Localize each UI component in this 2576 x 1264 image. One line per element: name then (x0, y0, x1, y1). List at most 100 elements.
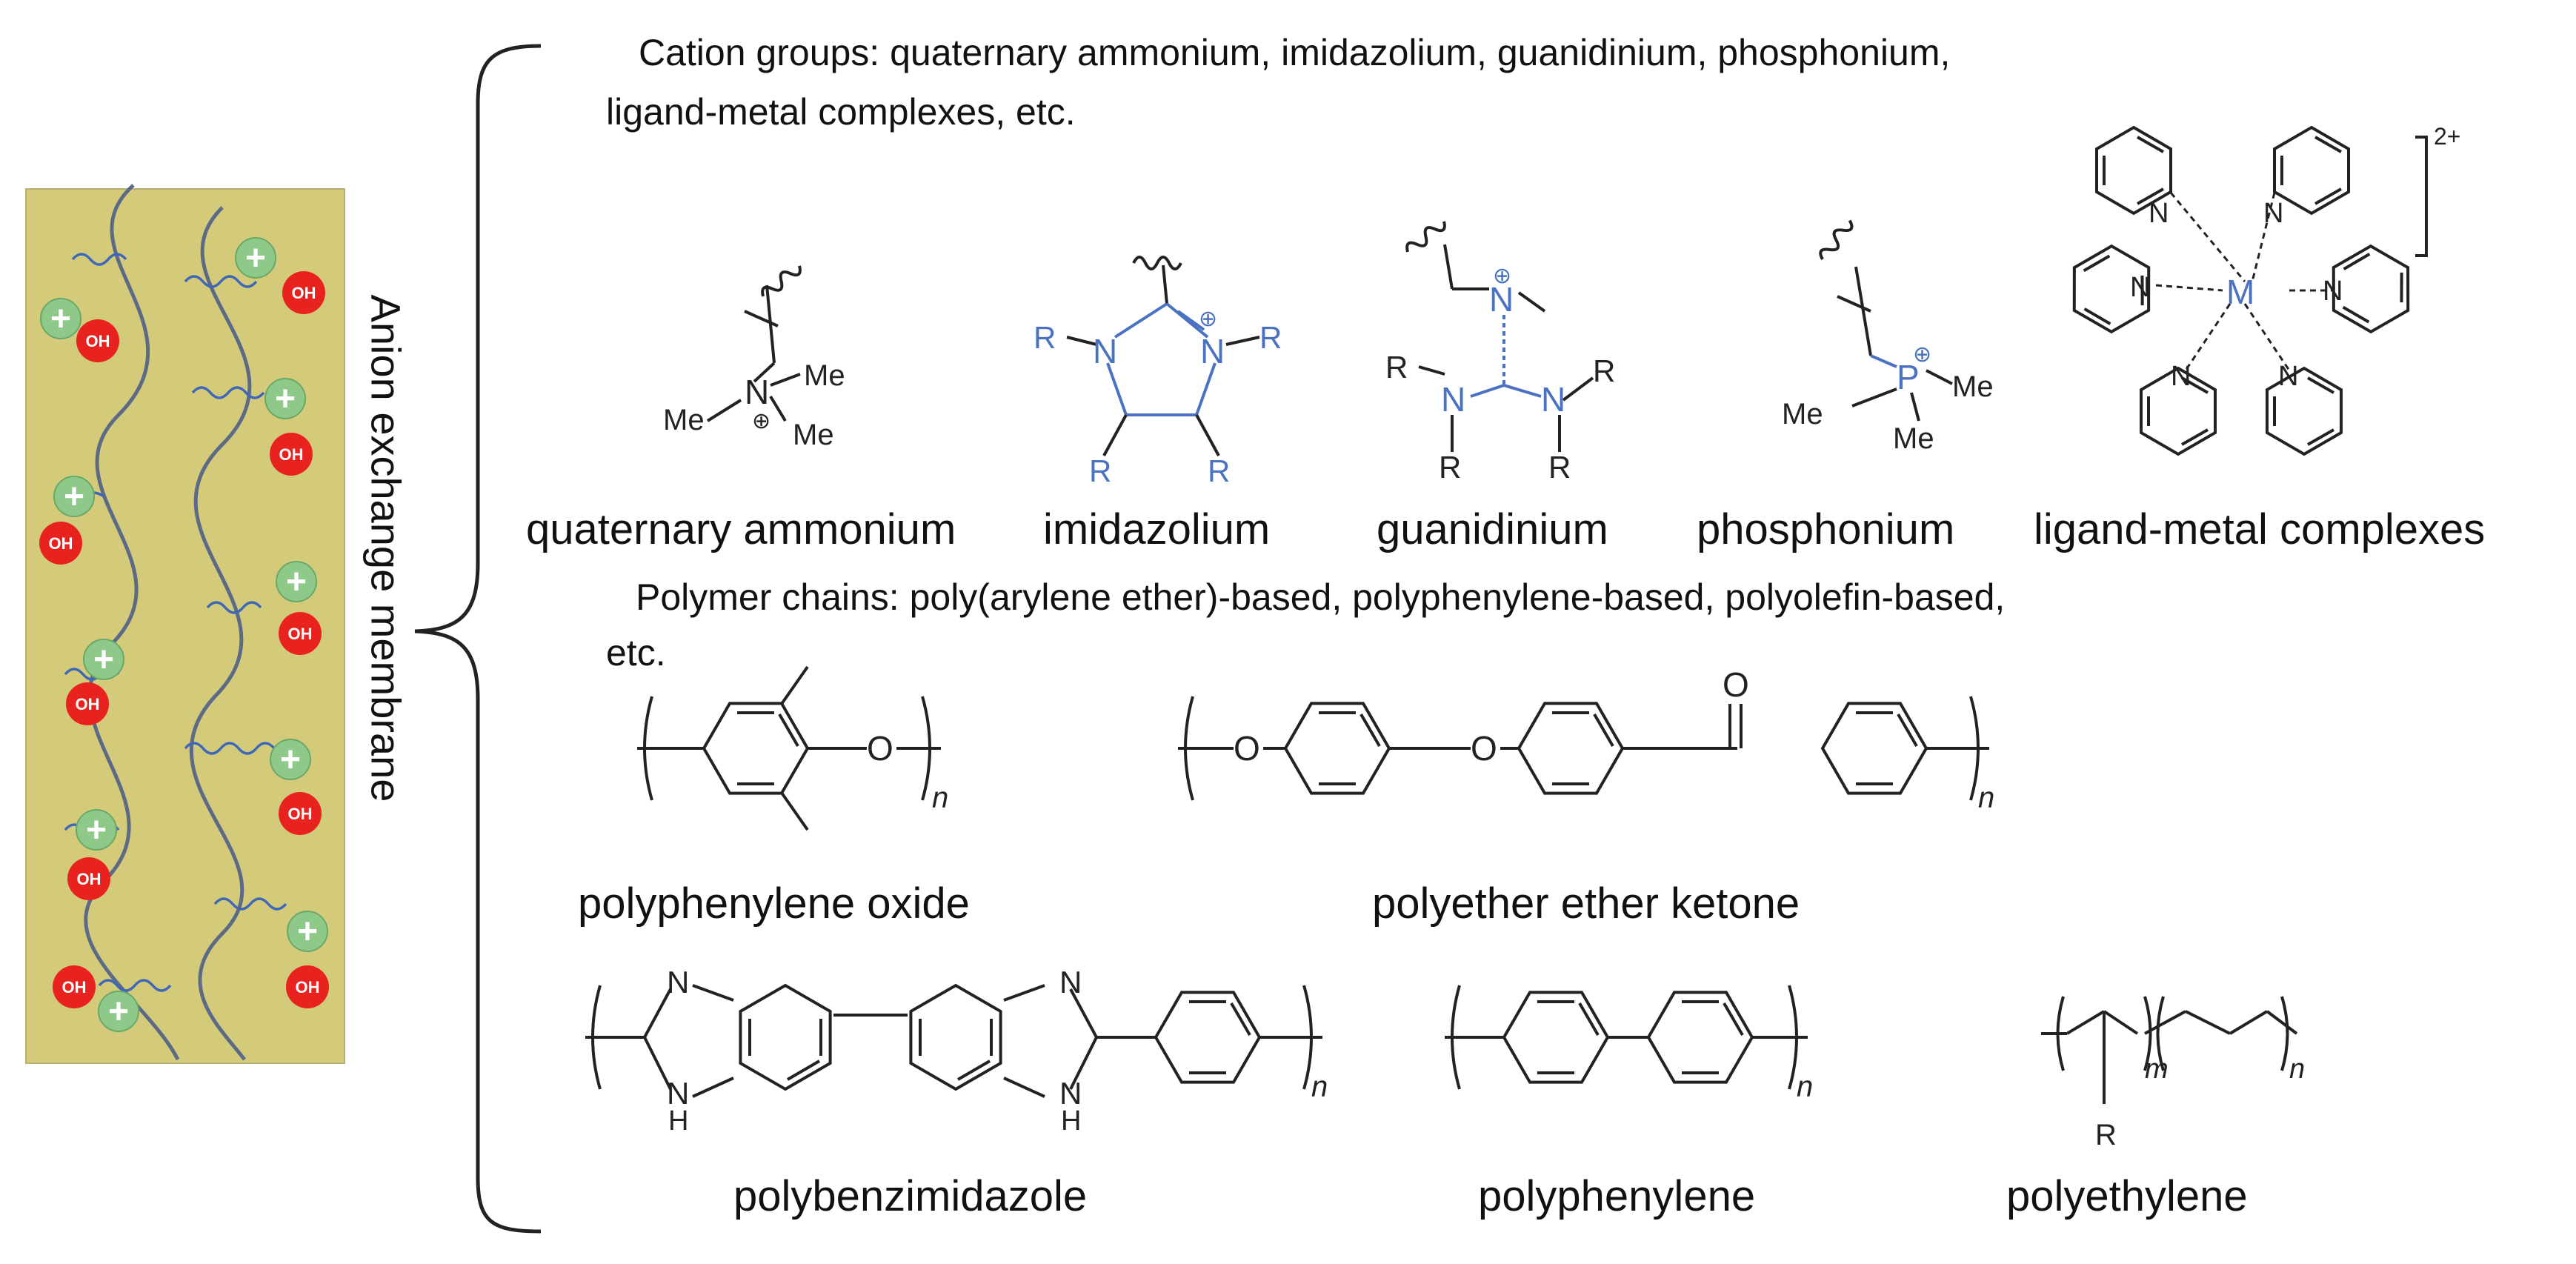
gu-r-3: R (1439, 450, 1461, 485)
pbi-n-2: N (1059, 965, 1082, 999)
pbi-nh-2: N (1059, 1076, 1082, 1111)
anion-marker: OH (282, 271, 325, 314)
ph-phosphorus: P (1897, 358, 1920, 396)
lm-n-4: N (2323, 276, 2343, 307)
grouping-brace (414, 44, 542, 1234)
label-phosphonium: phosphonium (1697, 505, 1955, 553)
pbi-structure: N N H N N H n (585, 965, 1328, 1137)
cation-marker: + (264, 378, 306, 419)
ligand-metal-complex-structure: M N N N N N N 2+ (2054, 123, 2460, 456)
polyethylene-structure: R m n (2041, 996, 2305, 1151)
anion-marker: OH (286, 965, 329, 1008)
peek-structure: O O O n (1178, 665, 1994, 814)
cation-marker: + (53, 476, 95, 517)
lm-charge: 2+ (2434, 123, 2460, 150)
anion-symbol: OH (296, 978, 320, 997)
anion-marker: OH (279, 612, 322, 655)
im-r-1: R (1034, 320, 1056, 355)
gu-charge: ⊕ (1493, 264, 1511, 288)
lm-n-1: N (2149, 198, 2169, 229)
ppo-subscript: n (932, 782, 948, 814)
membrane-label: Anion exchange membrane (362, 294, 410, 802)
qa-methyl-label-1: Me (804, 359, 845, 392)
cation-symbol: + (93, 640, 114, 679)
pbi-subscript: n (1311, 1071, 1328, 1103)
label-ligand-metal-complexes: ligand-metal complexes (2034, 505, 2486, 553)
pe-subscript-m: m (2145, 1054, 2169, 1085)
anion-marker: OH (270, 433, 313, 476)
cation-marker: + (98, 991, 139, 1032)
qa-nitrogen-label: N (745, 373, 769, 411)
cation-symbol: + (275, 379, 296, 419)
label-polyethylene: polyethylene (2006, 1172, 2248, 1220)
im-nitrogen-2: N (1200, 332, 1225, 370)
pbi-n-1: N (667, 965, 689, 999)
pbi-nh-1: N (667, 1076, 689, 1111)
imidazolium-structure: N N R R R R ⊕ (1034, 256, 1282, 488)
cation-marker: + (76, 809, 117, 851)
peek-subscript: n (1978, 782, 1994, 814)
ph-methyl-1: Me (1952, 370, 1994, 403)
lm-metal: M (2226, 273, 2254, 311)
cation-markers: + + + + + + + + + + (40, 237, 328, 1032)
peek-oxygen-2: O (1471, 729, 1497, 768)
anion-marker: OH (76, 319, 119, 362)
pbi-h-2: H (1061, 1105, 1081, 1137)
pbi-h-1: H (668, 1105, 688, 1137)
lm-n-5: N (2171, 361, 2191, 392)
gu-nitrogen-2: N (1441, 380, 1465, 419)
im-charge: ⊕ (1199, 307, 1217, 331)
label-polybenzimidazole: polybenzimidazole (733, 1172, 1088, 1220)
im-r-4: R (1208, 453, 1230, 488)
label-polyphenylene-oxide: polyphenylene oxide (578, 879, 970, 928)
label-guanidinium: guanidinium (1377, 505, 1608, 553)
pp-subscript: n (1797, 1071, 1813, 1103)
anion-symbol: OH (288, 625, 313, 643)
cation-marker: + (83, 639, 124, 680)
qa-methyl-label-3: Me (793, 419, 834, 451)
cation-marker: + (40, 298, 81, 339)
peek-oxygen-3: O (1723, 665, 1749, 704)
guanidinium-structure: N N N R R R R ⊕ (1385, 215, 1615, 485)
label-polyphenylene: polyphenylene (1478, 1172, 1756, 1220)
anion-symbol: OH (288, 805, 313, 823)
anion-symbol: OH (62, 978, 87, 997)
label-polyether-ether-ketone: polyether ether ketone (1372, 879, 1800, 928)
im-r-2: R (1259, 320, 1282, 355)
cation-symbol: + (50, 299, 71, 339)
anion-symbol: OH (292, 284, 316, 302)
quaternary-ammonium-structure: N Me Me Me ⊕ (663, 259, 845, 451)
polymer-heading-line1: Polymer chains: poly(arylene ether)-base… (636, 576, 2006, 618)
cation-marker: + (270, 739, 311, 780)
cation-symbol: + (245, 239, 266, 278)
qa-methyl-label-2: Me (663, 404, 705, 436)
anion-markers: OH OH OH OH OH OH OH OH OH OH (39, 271, 329, 1008)
pe-subscript-n: n (2289, 1054, 2305, 1085)
anion-symbol: OH (279, 445, 304, 464)
label-quaternary-ammonium: quaternary ammonium (526, 505, 956, 553)
anion-marker: OH (39, 522, 82, 565)
ppo-structure: O n (637, 665, 948, 831)
cation-symbol: + (286, 562, 307, 602)
membrane-panel: + + + + + + + + + + OH OH OH OH OH OH OH OH OH OH (25, 184, 345, 1064)
cation-symbol: + (86, 811, 107, 850)
im-nitrogen-1: N (1093, 332, 1117, 370)
polymer-backbone-left (84, 184, 180, 1061)
gu-nitrogen-1: N (1489, 280, 1514, 319)
phosphonium-structure: P Me Me Me ⊕ (1782, 215, 1994, 455)
anion-symbol: OH (49, 534, 73, 553)
anion-symbol: OH (76, 695, 100, 714)
im-r-3: R (1089, 453, 1111, 488)
ph-charge: ⊕ (1913, 342, 1931, 367)
lm-n-6: N (2278, 361, 2298, 392)
cation-symbol: + (297, 912, 318, 951)
cation-marker: + (235, 237, 276, 279)
peek-oxygen-1: O (1234, 729, 1260, 768)
polymer-backbone-right (189, 206, 252, 1061)
gu-r-2: R (1593, 353, 1615, 388)
gu-nitrogen-3: N (1541, 380, 1565, 419)
gu-r-1: R (1385, 350, 1408, 385)
pe-r-label: R (2095, 1119, 2117, 1151)
anion-marker: OH (67, 857, 110, 900)
ph-methyl-2: Me (1782, 398, 1823, 430)
